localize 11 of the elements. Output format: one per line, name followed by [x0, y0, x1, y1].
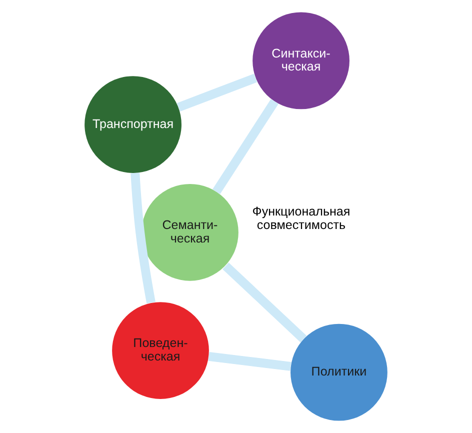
connector — [176, 74, 258, 112]
label: Функциональная совместимость — [252, 204, 350, 232]
connector — [212, 98, 278, 194]
node-circle: Семанти- ческая — [142, 184, 238, 281]
node-circle: Политики — [290, 324, 388, 421]
node-circle: Синтакси- ческая — [252, 12, 350, 110]
connector — [130, 172, 156, 304]
connector — [222, 262, 307, 342]
node-circle: Поведен- ческая — [112, 302, 209, 399]
node-circle: Транспортная — [84, 76, 182, 173]
connector — [208, 352, 292, 371]
